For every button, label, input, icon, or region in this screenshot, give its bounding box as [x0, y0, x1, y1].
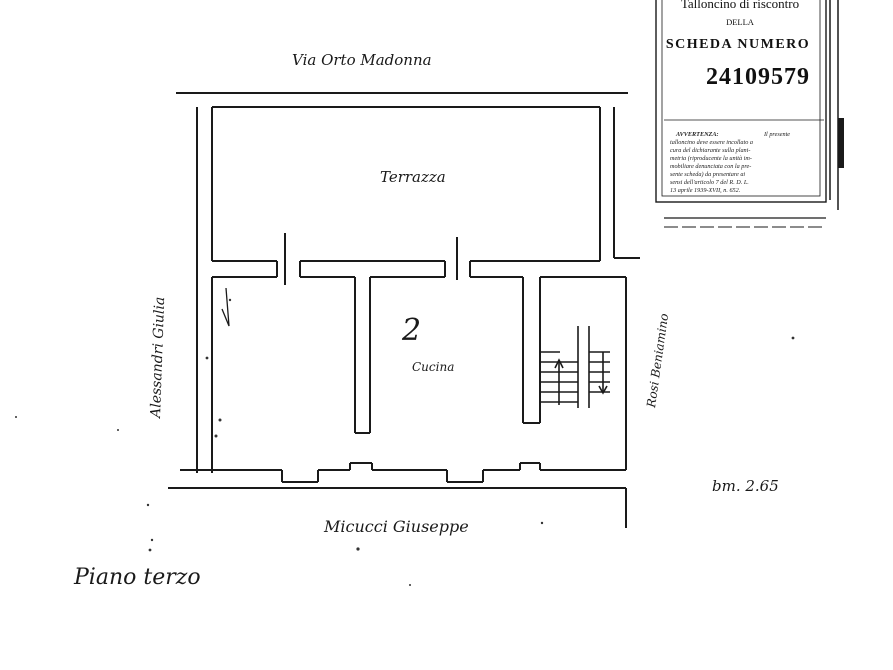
street-bottom-label: Micucci Giuseppe: [323, 517, 469, 536]
stamp-warning-line: talloncino deve essere incollato a: [670, 139, 753, 146]
small-pencil-mark: [221, 287, 230, 327]
registration-stamp: Talloncino di riscontro DELLA SCHEDA NUM…: [655, 0, 844, 228]
street-left-label: Alessandri Giulia: [148, 296, 168, 420]
stamp-scheda: SCHEDA NUMERO: [666, 37, 810, 52]
staircase: [540, 326, 610, 408]
stamp-warning-line: mobiliare denunciata con la pre-: [670, 163, 751, 170]
plan-outline: [168, 92, 640, 528]
stamp-della: DELLA: [726, 17, 755, 27]
stamp-number: 24109579: [706, 64, 810, 90]
stamp-warning-line: Il presente: [763, 131, 790, 138]
stamp-heading: Talloncino di riscontro: [681, 0, 799, 11]
terrace-label: Terrazza: [380, 168, 446, 186]
unit-number: 2: [401, 313, 421, 348]
scale-note: bm. 2.65: [712, 477, 779, 495]
stamp-warning-title: AVVERTENZA:: [675, 131, 719, 138]
street-right-label: Rosi Beniamino: [644, 313, 671, 410]
stamp-warning-line: sente scheda) da presentare ai: [670, 171, 745, 178]
street-top-label: Via Orto Madonna: [292, 51, 432, 69]
scan-speckles: [15, 298, 795, 586]
stamp-warning-line: cura del dichiarante sulla plani-: [670, 147, 750, 154]
kitchen-label: Cucina: [412, 360, 454, 374]
stamp-warning-line: metria (riproducente la unità im-: [670, 155, 752, 162]
stamp-warning-line: sensi dell'articolo 7 del R. D. L.: [670, 179, 749, 186]
stamp-warning-line: 13 aprile 1939-XVII, n. 652.: [670, 187, 740, 194]
floor-label: Piano terzo: [73, 565, 201, 590]
